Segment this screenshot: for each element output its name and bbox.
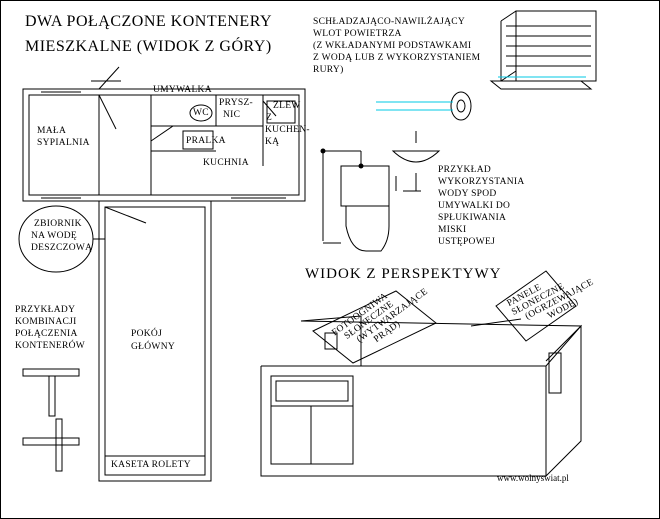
combo-cross-bar <box>22 437 80 446</box>
label-zlew-2: Z <box>266 113 273 123</box>
sink-line-3: WODY SPOD <box>438 189 497 199</box>
sink-line-2: WYKORZYSTANIA <box>438 177 525 187</box>
label-zlew-4: KĄ <box>265 137 280 147</box>
label-zlew-1: ZLEW <box>273 101 301 111</box>
label-kaseta: KASETA ROLETY <box>111 460 191 470</box>
persp-side-window <box>548 352 562 394</box>
sink-line-1: PRZYKŁAD <box>438 165 492 175</box>
persp-front <box>260 366 547 477</box>
door-kitchen <box>262 100 277 117</box>
combos-line-4: KONTENERÓW <box>15 341 86 351</box>
vent-edge-1 <box>500 10 517 22</box>
persp-window <box>270 375 354 465</box>
combos-line-2: KOMBINACJI <box>15 317 77 327</box>
label-prysznic-1: PRYSZ- <box>219 98 254 108</box>
label-prysznic-2: NIC <box>223 110 241 120</box>
sink-bowl <box>391 150 441 163</box>
wc-bowl <box>189 104 213 122</box>
persp-top <box>261 320 583 367</box>
sink-line-7: USTĘPOWEJ <box>438 237 496 247</box>
zlew-box <box>266 100 296 124</box>
door-main <box>104 206 147 224</box>
sink-line-5: SPŁUKIWANIA <box>438 213 507 223</box>
label-kuchnia: KUCHNIA <box>203 158 249 168</box>
door-bath <box>150 125 174 142</box>
combo-t-top <box>22 368 80 377</box>
combo-t-stem <box>48 375 56 417</box>
label-pokoj-1: POKÓJ <box>131 329 163 339</box>
container-horizontal-inner <box>28 94 300 196</box>
solar-panel <box>495 270 577 342</box>
vent-line-4: Z WODĄ LUB Z WYKORZYSTANIEM <box>313 53 481 63</box>
toilet-tank <box>340 165 390 207</box>
vent-line-5: RURY) <box>313 65 344 75</box>
label-sypialnia-2: SYPIALNIA <box>37 138 90 148</box>
vent-edge-3 <box>500 70 517 82</box>
title-line-2: MIESZKALNE (WIDOK Z GÓRY) <box>25 38 272 55</box>
tank-line-3: DESZCZOWĄ <box>31 243 93 253</box>
label-wc: WC <box>193 108 209 118</box>
persp-window-top-pane <box>275 380 349 402</box>
vent-tray <box>489 80 593 90</box>
label-zlew-3: KUCHEN- <box>265 125 310 135</box>
sink-line-6: MISKI <box>438 225 467 235</box>
window-swing <box>98 66 120 90</box>
vent-line-2: WLOT POWIETRZA <box>313 29 402 39</box>
pv-panel <box>312 290 437 364</box>
pipe-joint-2 <box>358 163 364 169</box>
title-line-1: DWA POŁĄCZONE KONTENERY <box>25 13 273 30</box>
combos-line-1: PRZYKŁADY <box>15 305 76 315</box>
sink-line-4: UMYWALKI DO <box>438 201 511 211</box>
persp-side <box>545 324 582 477</box>
container-vertical <box>98 200 212 482</box>
label-pokoj-2: GŁÓWNY <box>131 342 176 352</box>
pipe-joint-1 <box>320 148 326 154</box>
source-url[interactable]: www.wolnyswiat.pl <box>497 473 569 483</box>
vent-line-1: SCHŁADZAJĄCO-NAWILŻAJĄCY <box>313 17 466 27</box>
pipe-ring <box>450 91 472 121</box>
pipe-ring-inner <box>456 99 466 113</box>
label-sypialnia-1: MAŁA <box>37 126 67 136</box>
tank-line-2: NA WODĘ <box>31 231 77 241</box>
vent-line-3: (Z WKŁADANYMI PODSTAWKAMI <box>313 41 472 51</box>
combos-line-3: POŁĄCZENIA <box>15 329 78 339</box>
door-bedroom <box>98 94 117 130</box>
toilet-bowl <box>345 206 390 252</box>
tank-line-1: ZBIORNIK <box>34 219 82 229</box>
perspective-title: WIDOK Z PERSPEKTYWY <box>305 266 502 282</box>
container-vertical-inner <box>104 206 206 476</box>
persp-raised <box>300 315 362 366</box>
label-pralka: PRALKA <box>186 136 226 146</box>
combo-cross-stem <box>55 418 63 472</box>
pralka-box <box>182 130 214 150</box>
label-umywalka: UMYWALKA <box>153 85 212 95</box>
panel-support <box>470 318 522 327</box>
